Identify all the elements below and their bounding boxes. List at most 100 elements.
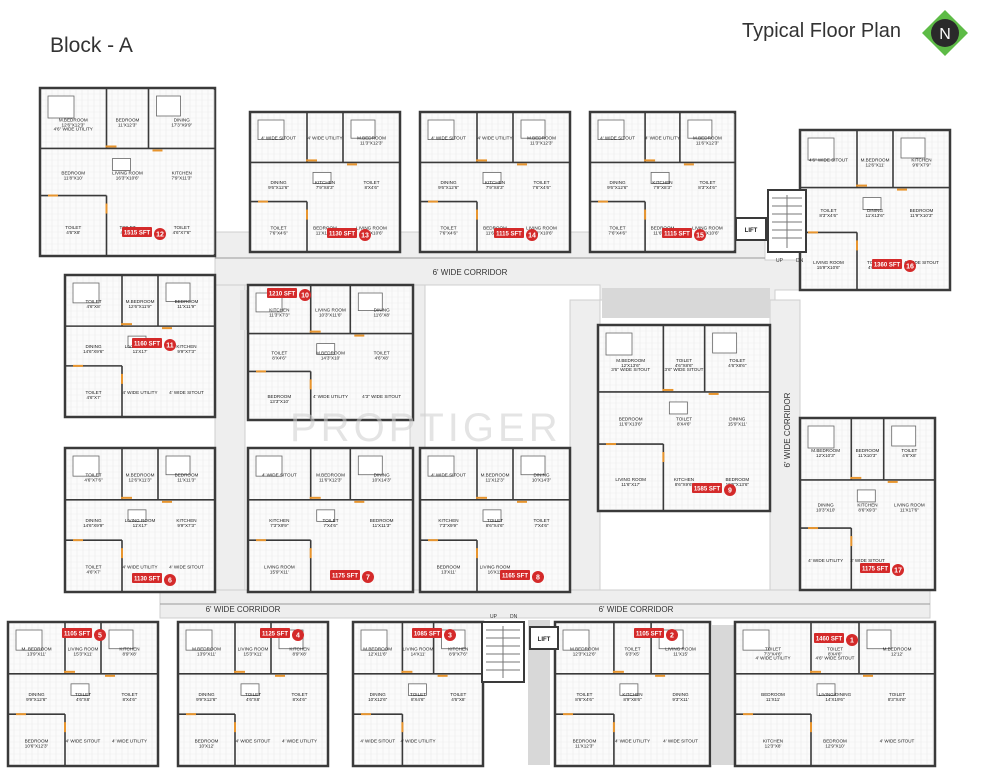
room-label: 4' WIDE UTILITY (313, 394, 348, 399)
unit-12-rooms (40, 88, 215, 256)
room-label: 4' WIDE UTILITY (282, 739, 317, 744)
service-shaft-left (528, 620, 550, 765)
room-label: 4'3" WIDE SITOUT (362, 394, 401, 399)
unit-17-rooms (800, 418, 935, 590)
unit-area-label: 1105 SFT (636, 632, 662, 638)
unit-number: 11 (166, 343, 174, 350)
unit-area-label: 1175 SFT (862, 567, 888, 573)
unit-17-badge: 1175 SFT 17 (860, 563, 904, 576)
unit-15-rooms (590, 112, 735, 252)
room-label: 4' WIDE UTILITY (645, 136, 680, 141)
unit-8-rooms (420, 448, 570, 592)
unit-interiors (8, 88, 950, 766)
room-label: 4' WIDE UTILITY (122, 565, 157, 570)
unit-area-label: 1115 SFT (496, 232, 522, 238)
unit-number: 15 (696, 233, 704, 240)
unit-area-label: 1105 SFT (64, 632, 90, 638)
room-label: 4' WIDE SITOUT (904, 260, 939, 265)
unit-area-label: 1460 SFT (816, 637, 843, 643)
unit-number: 3 (448, 633, 452, 640)
unit-1-rooms (735, 622, 935, 766)
corridor-label-top: 6' WIDE CORRIDOR (433, 268, 508, 277)
room-label: 4' WIDE UTILITY (122, 390, 157, 395)
unit-area-label: 1085 SFT (414, 632, 441, 638)
unit-number: 16 (906, 264, 914, 271)
unit-area-label: 1360 SFT (874, 263, 901, 269)
unit-number: 17 (894, 568, 902, 575)
room-label: 4' WIDE UTILITY (615, 739, 650, 744)
unit-area-label: 1210 SFT (269, 292, 296, 298)
unit-number: 12 (156, 232, 164, 239)
room-label: 4' WIDE SITOUT (600, 136, 635, 141)
room-label: 4' WIDE UTILITY (808, 558, 843, 563)
room-label: 4'6" WIDE UTILITY (54, 126, 93, 131)
room-label: 3' WIDE SITOUT (850, 558, 885, 563)
unit-9-outline (596, 323, 772, 513)
unit-13-rooms (250, 112, 400, 252)
room-label: 4' WIDE UTILITY (477, 136, 512, 141)
plan-title: Typical Floor Plan (742, 20, 901, 42)
room-label: 4'6" WIDE SITOUT (816, 656, 855, 661)
